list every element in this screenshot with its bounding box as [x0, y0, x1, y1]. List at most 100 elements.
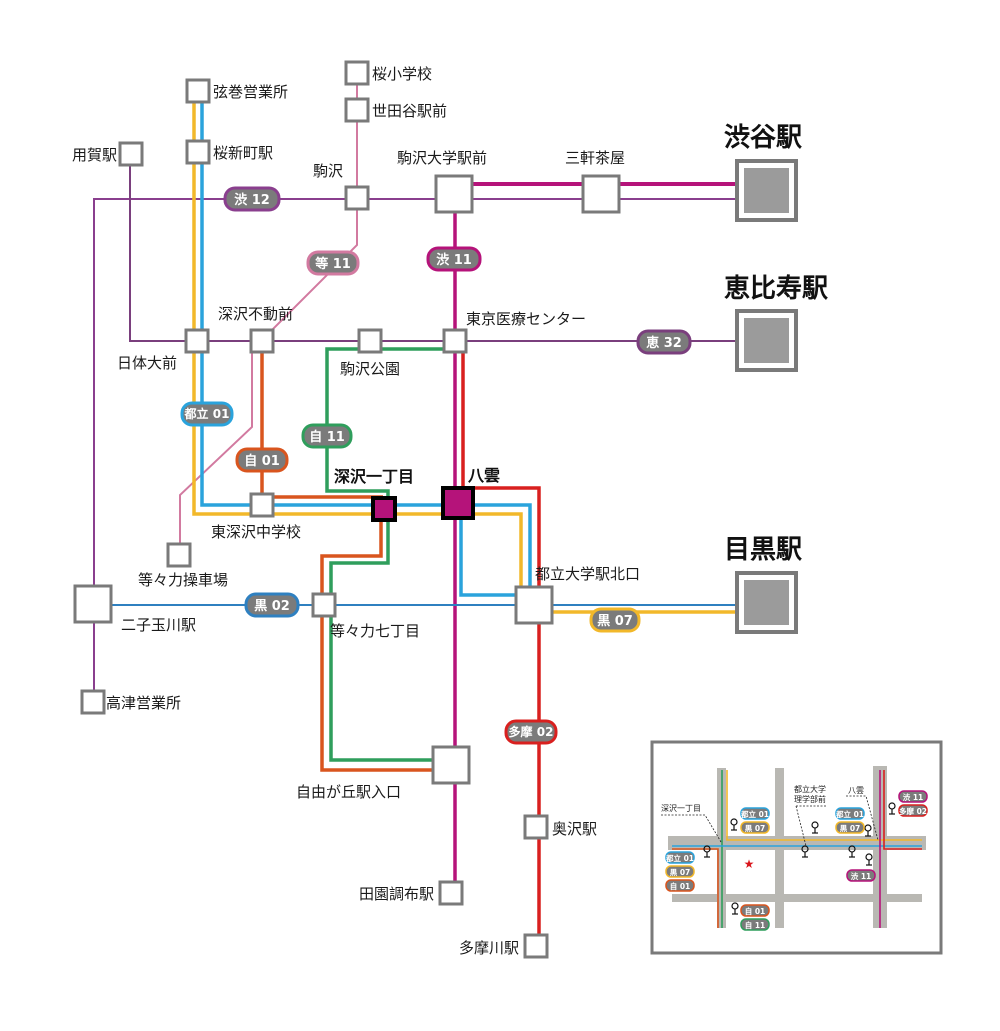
inset-badge-d-shibu11[interactable]: 渋 11: [898, 790, 928, 803]
route-line-ebi32: [129, 165, 740, 342]
badge-kuro07[interactable]: 黒 07: [589, 607, 641, 633]
svg-text:恵 32: 恵 32: [646, 335, 682, 351]
bus-stop-icon[interactable]: [888, 802, 896, 815]
station-takatsu[interactable]: [80, 689, 106, 715]
svg-text:黒 07: 黒 07: [840, 823, 861, 833]
bus-stop-icon[interactable]: [811, 821, 819, 834]
route-line-ji11: [325, 347, 455, 762]
station-tsurumaki[interactable]: [185, 78, 211, 104]
label-iryo-center: 東京医療センター: [466, 310, 586, 328]
inset-bus-stops: [703, 802, 896, 915]
station-iryo-center[interactable]: [442, 328, 468, 354]
label-sangenjaya: 三軒茶屋: [565, 149, 625, 167]
station-nittai[interactable]: [184, 328, 210, 354]
station-denenchofu[interactable]: [438, 880, 464, 906]
station-youga[interactable]: [118, 141, 144, 167]
inset-badge-b-kuro07[interactable]: 黒 07: [665, 865, 695, 878]
label-todoroki-sosha: 等々力操車場: [138, 571, 228, 589]
bus-stop-icon[interactable]: [703, 845, 711, 858]
inset-badge-a-kuro07[interactable]: 黒 07: [740, 821, 770, 834]
terminal-meguro[interactable]: [735, 571, 798, 634]
station-todoroki-sosha[interactable]: [166, 542, 192, 568]
station-labels: 弦巻営業所 桜新町駅 用賀駅 桜小学校 世田谷駅前 駒沢 駒沢大学駅前 三軒茶屋…: [72, 65, 828, 957]
badge-tama02[interactable]: 多摩 02: [504, 719, 558, 745]
badge-kuro02[interactable]: 黒 02: [244, 592, 300, 618]
station-okusawa[interactable]: [523, 814, 549, 840]
inset-badge-d-tama02[interactable]: 多摩 02: [898, 804, 928, 817]
bus-stop-icon[interactable]: [730, 818, 738, 831]
terminal-ebisu[interactable]: [735, 309, 798, 372]
station-komazawa-koen[interactable]: [357, 328, 383, 354]
badge-shibu12[interactable]: 渋 12: [223, 186, 281, 212]
inset-line-tama02: [883, 770, 922, 850]
bus-stop-icon[interactable]: [864, 824, 872, 837]
station-komazawa[interactable]: [344, 185, 370, 211]
svg-text:渋 11: 渋 11: [851, 871, 872, 881]
bus-stop-icon[interactable]: [731, 902, 739, 915]
bus-stop-icon[interactable]: [865, 853, 873, 866]
label-youga: 用賀駅: [72, 146, 117, 164]
station-fukasawa-fudo[interactable]: [249, 328, 275, 354]
station-higashi-fukasawa[interactable]: [249, 492, 275, 518]
inset-label-rigaku-2: 理学部前: [794, 794, 826, 804]
svg-text:黒 07: 黒 07: [745, 823, 766, 833]
inset-badge-a-toritsu01[interactable]: 都立 01: [740, 807, 770, 820]
route-badges: 渋 12 渋 11 恵 32 等 11 都立 01 自 01 自 11 黒 0: [180, 186, 692, 745]
label-higashi-fukasawa: 東深沢中学校: [211, 523, 301, 541]
label-fukasawa-fudo: 深沢不動前: [218, 305, 293, 323]
svg-text:黒 07: 黒 07: [597, 613, 633, 629]
route-line-tama02: [461, 341, 541, 945]
station-toritsudai-kita[interactable]: [514, 585, 554, 625]
label-komadai: 駒沢大学駅前: [397, 149, 487, 167]
label-komazawa-koen: 駒沢公園: [340, 360, 400, 378]
route-line-toritsu01-b: [459, 505, 520, 597]
badge-ji01[interactable]: 自 01: [235, 447, 289, 473]
inset-map: 深沢一丁目 都立大学 理学部前 八雲 ★ 都立 01 黒 07 都立 01 黒 …: [650, 740, 943, 955]
inset-label-fukasawa-1: 深沢一丁目: [661, 804, 701, 813]
svg-text:多摩 02: 多摩 02: [899, 806, 927, 816]
label-denenchofu: 田園調布駅: [359, 885, 434, 903]
station-sakura-shogakko[interactable]: [344, 60, 370, 86]
station-setagaya-ekimae[interactable]: [344, 97, 370, 123]
badge-shibu11[interactable]: 渋 11: [426, 246, 482, 272]
inset-badge-f-ji01[interactable]: 自 01: [740, 904, 770, 917]
station-yakumo[interactable]: [441, 486, 475, 520]
label-tamagawa: 多摩川駅: [459, 939, 519, 957]
bus-stop-icon[interactable]: [848, 845, 856, 858]
station-fukasawa-1[interactable]: [371, 496, 397, 522]
terminal-shibuya[interactable]: [735, 159, 798, 222]
stations: [73, 60, 621, 959]
inset-badge-c-toritsu01[interactable]: 都立 01: [835, 807, 865, 820]
badge-ji11[interactable]: 自 11: [301, 423, 353, 449]
station-sangenjaya[interactable]: [581, 174, 621, 214]
inset-badge-f-ji11[interactable]: 自 11: [740, 918, 770, 931]
inset-line-kuro07: [726, 770, 922, 841]
svg-text:自 01: 自 01: [745, 906, 766, 916]
bus-stop-icon[interactable]: [801, 845, 809, 858]
inset-badge-c-kuro07[interactable]: 黒 07: [835, 821, 865, 834]
badge-toritsu01[interactable]: 都立 01: [180, 401, 234, 427]
badge-ebi32[interactable]: 恵 32: [636, 329, 692, 355]
svg-text:都立 01: 都立 01: [740, 809, 769, 819]
inset-line-ji01: [672, 848, 719, 928]
station-jiyugaoka[interactable]: [431, 745, 471, 785]
svg-text:渋 12: 渋 12: [234, 192, 270, 208]
station-sakurashinmachi[interactable]: [185, 139, 211, 165]
svg-text:多摩 02: 多摩 02: [509, 724, 554, 739]
inset-badge-e-shibu11[interactable]: 渋 11: [846, 869, 876, 882]
label-ebisu: 恵比寿駅: [724, 274, 828, 304]
station-komadai[interactable]: [434, 174, 474, 214]
label-toritsudai-kita: 都立大学駅北口: [535, 565, 640, 583]
inset-label-yakumo: 八雲: [848, 786, 864, 795]
inset-badge-b-toritsu01[interactable]: 都立 01: [665, 851, 695, 864]
station-tamagawa[interactable]: [523, 933, 549, 959]
station-futako[interactable]: [73, 584, 113, 624]
station-todoroki-7[interactable]: [311, 592, 337, 618]
label-komazawa: 駒沢: [313, 162, 343, 180]
badge-to11[interactable]: 等 11: [306, 250, 360, 276]
inset-leaders: [661, 795, 879, 847]
label-takatsu: 高津営業所: [106, 694, 181, 712]
label-jiyugaoka: 自由が丘駅入口: [296, 783, 401, 801]
svg-text:自 01: 自 01: [244, 453, 280, 469]
inset-badge-b-ji01[interactable]: 自 01: [665, 879, 695, 892]
